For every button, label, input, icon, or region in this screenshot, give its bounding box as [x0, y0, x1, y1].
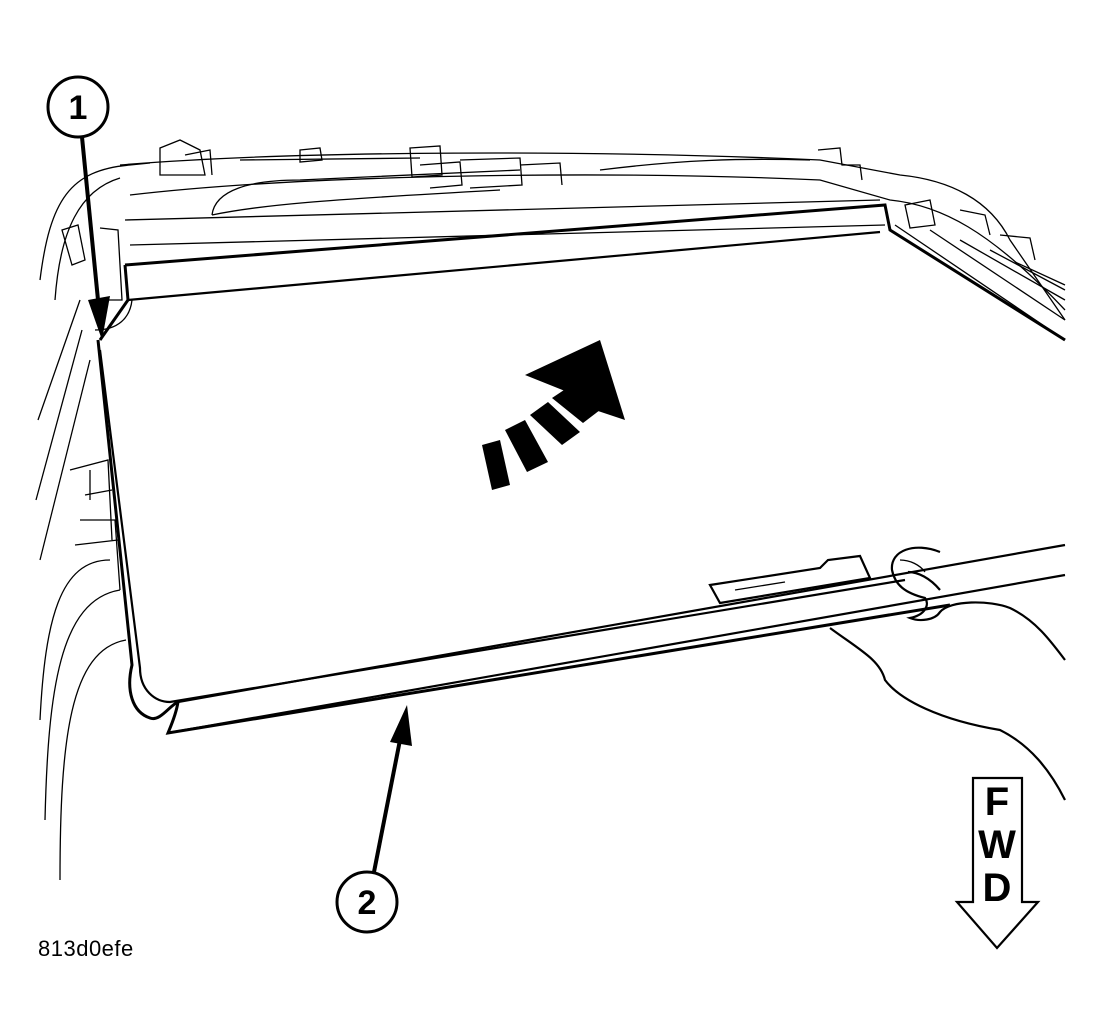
- fwd-letter-f: F: [985, 780, 1009, 824]
- callout-1-label: 1: [69, 89, 88, 127]
- callout-1: 1: [46, 75, 110, 340]
- fwd-letter-w: W: [978, 823, 1016, 867]
- roof-frame-left: [35, 162, 151, 881]
- figure-id: 813d0efe: [38, 936, 134, 961]
- motion-arrow: [482, 340, 625, 490]
- callout-2-label: 2: [358, 884, 377, 922]
- fwd-arrow: F W D: [954, 776, 1041, 950]
- sunshade-panel: [96, 203, 1066, 735]
- hand: [829, 546, 1066, 801]
- callout-2: 2: [335, 705, 412, 934]
- fwd-letter-d: D: [983, 866, 1012, 910]
- roof-frame-rear: [119, 139, 1066, 341]
